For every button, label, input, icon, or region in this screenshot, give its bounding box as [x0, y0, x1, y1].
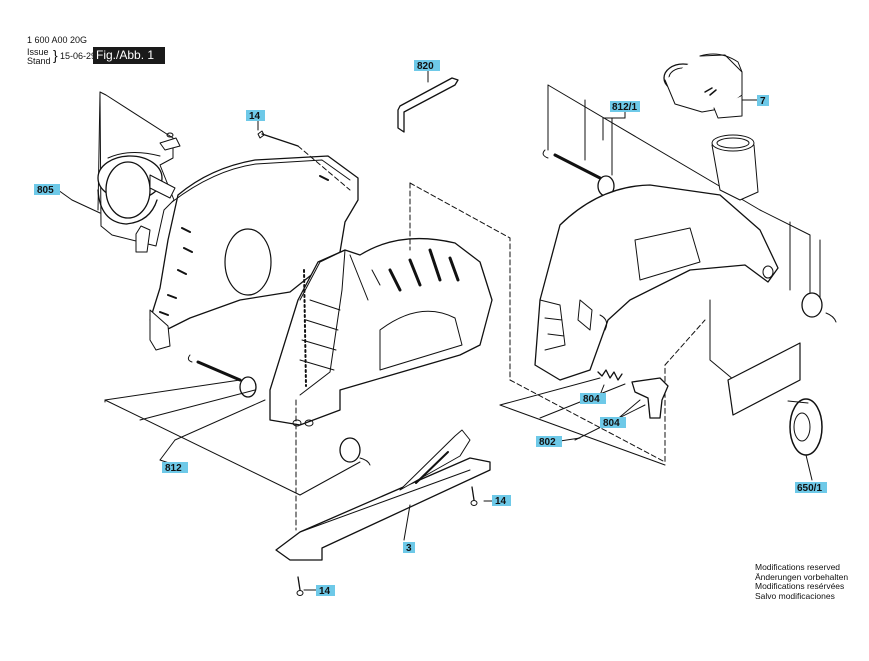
- svg-text:802: 802: [539, 437, 556, 448]
- callout-804-b: 804: [600, 417, 626, 429]
- callout-7: 7: [757, 95, 769, 107]
- callout-14-top: 14: [246, 110, 265, 122]
- svg-text:804: 804: [583, 394, 600, 405]
- svg-text:14: 14: [319, 586, 331, 597]
- part-number: 1 600 A00 20G: [27, 35, 88, 45]
- svg-text:804: 804: [603, 418, 620, 429]
- issue-date: 15-06-29: [60, 51, 97, 61]
- frame-812: [104, 379, 361, 496]
- flange-650-1: [789, 398, 823, 481]
- svg-text:820: 820: [417, 61, 434, 72]
- callout-14-right: 14: [492, 495, 511, 507]
- right-guard: [534, 134, 779, 381]
- clamp-ring: [97, 132, 181, 253]
- pin-left: [187, 354, 371, 466]
- svg-text:805: 805: [37, 185, 54, 196]
- guard-cover: [149, 155, 359, 351]
- spring-804: [597, 369, 623, 381]
- note-es: Salvo modificaciones: [755, 590, 835, 601]
- screw-14-top: [257, 130, 351, 191]
- elbow-7: [663, 53, 743, 119]
- callout-802: 802: [536, 436, 562, 448]
- callout-805: 805: [34, 184, 60, 196]
- issue-label: Issue: [27, 47, 49, 57]
- svg-text:14: 14: [495, 496, 507, 507]
- pin-right: [542, 149, 837, 323]
- note-de: Änderungen vorbehalten: [755, 571, 849, 582]
- svg-text:7: 7: [760, 96, 766, 107]
- base-guard: [269, 237, 493, 531]
- stand-label: Stand: [27, 56, 51, 66]
- figure-tag: Fig./Abb. 1: [93, 47, 165, 64]
- svg-text:650/1: 650/1: [797, 483, 822, 494]
- svg-text:14: 14: [249, 111, 261, 122]
- base-plate: [275, 429, 491, 561]
- screw-14-right: [470, 486, 478, 506]
- brace-symbol: }: [53, 47, 58, 63]
- svg-text:3: 3: [406, 543, 412, 554]
- lever-804: [631, 377, 669, 419]
- callout-3: 3: [403, 542, 415, 554]
- svg-text:812/1: 812/1: [612, 102, 637, 113]
- callout-14-bottom: 14: [316, 585, 335, 597]
- callout-812: 812: [162, 462, 188, 474]
- svg-text:812: 812: [165, 463, 182, 474]
- callout-812-1: 812/1: [610, 101, 640, 113]
- hex-key-820: [397, 77, 459, 133]
- callout-650-1: 650/1: [795, 482, 827, 494]
- screw-14-bottom: [296, 576, 304, 596]
- note-en: Modifications reserved: [755, 562, 841, 572]
- label-plate: [727, 342, 801, 416]
- callout-804-a: 804: [580, 393, 606, 405]
- note-fr: Modifications resérvées: [755, 581, 845, 591]
- modification-notes: Modifications reserved Änderungen vorbeh…: [755, 562, 849, 601]
- frame-802: [499, 377, 666, 466]
- callout-820: 820: [414, 60, 440, 72]
